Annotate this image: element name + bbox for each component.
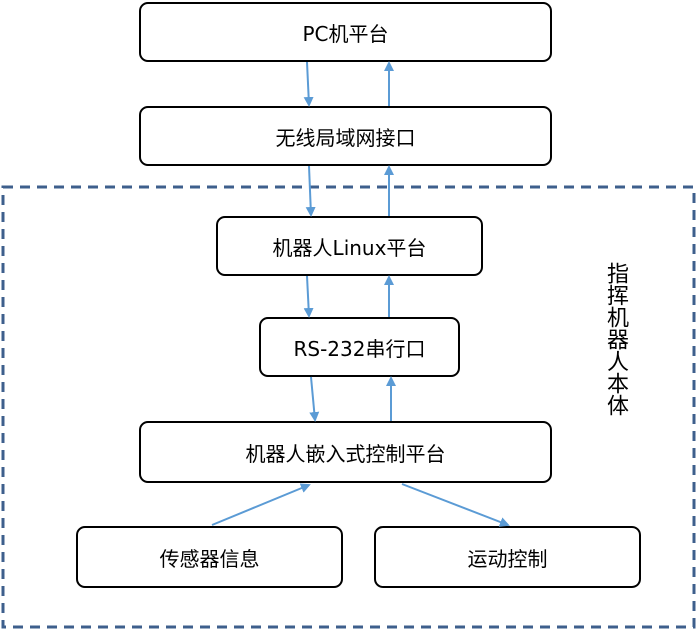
motion-control-box: 运动控制 bbox=[374, 526, 641, 588]
robot-body-group-label: 指挥机器人本体 bbox=[603, 262, 628, 416]
sensor-info-label: 传感器信息 bbox=[159, 546, 260, 571]
arrow-pc-to-wlan bbox=[303, 61, 314, 107]
robot-linux-platform-box: 机器人Linux平台 bbox=[216, 216, 483, 276]
arrow-wlan-to-linux bbox=[305, 165, 316, 217]
rs232-serial-port-label: RS-232串行口 bbox=[293, 336, 426, 361]
wlan-interface-box: 无线局域网接口 bbox=[139, 106, 552, 166]
pc-platform-label: PC机平台 bbox=[302, 21, 389, 46]
pc-platform-box: PC机平台 bbox=[139, 2, 552, 62]
wlan-interface-label: 无线局域网接口 bbox=[275, 125, 416, 150]
arrow-serial-to-embedded bbox=[309, 376, 320, 422]
arrow-linux-to-serial bbox=[303, 275, 314, 318]
sensor-info-box: 传感器信息 bbox=[76, 526, 343, 588]
robot-linux-platform-label: 机器人Linux平台 bbox=[272, 235, 427, 260]
embedded-control-platform-box: 机器人嵌入式控制平台 bbox=[139, 421, 552, 483]
motion-control-label: 运动控制 bbox=[467, 546, 548, 571]
arrow-embedded-to-motion bbox=[401, 483, 510, 527]
rs232-serial-port-box: RS-232串行口 bbox=[259, 317, 460, 377]
arrow-sensor-to-embedded bbox=[211, 483, 311, 526]
embedded-control-platform-label: 机器人嵌入式控制平台 bbox=[245, 441, 446, 466]
